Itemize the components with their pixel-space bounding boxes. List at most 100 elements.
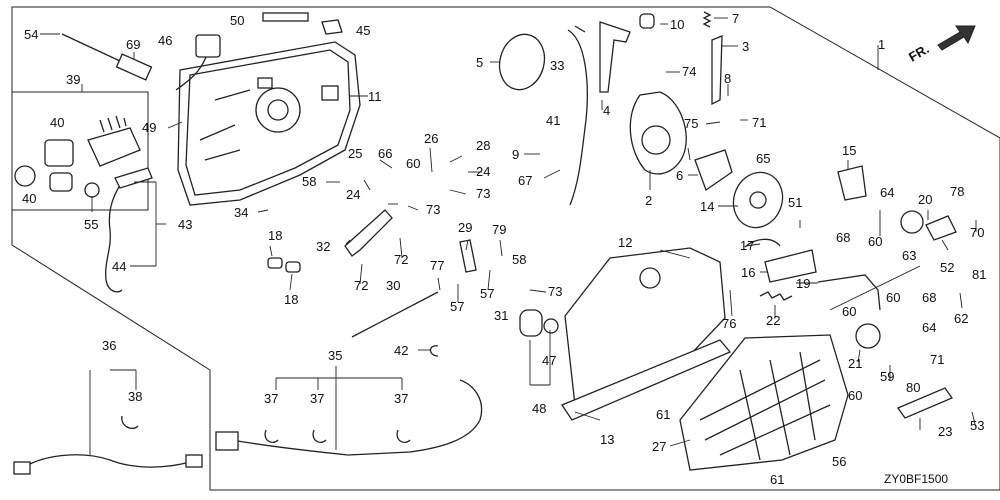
callout-55: 55 bbox=[84, 217, 98, 232]
part-69-tube bbox=[115, 53, 153, 81]
part-5-ring bbox=[498, 33, 546, 91]
callout-20: 20 bbox=[918, 192, 932, 207]
callout-72b: 72 bbox=[354, 278, 368, 293]
callout-57b: 57 bbox=[480, 286, 494, 301]
callout-40b: 40 bbox=[22, 191, 36, 206]
callout-7: 7 bbox=[732, 11, 739, 26]
part-13-bar bbox=[561, 339, 732, 421]
part-27-grill bbox=[679, 334, 849, 471]
callout-64b: 64 bbox=[922, 320, 936, 335]
callout-34: 34 bbox=[234, 205, 248, 220]
callout-66: 66 bbox=[378, 146, 392, 161]
part-46-switch bbox=[195, 34, 221, 58]
callout-71b: 71 bbox=[930, 352, 944, 367]
callout-15: 15 bbox=[842, 143, 856, 158]
callout-69: 69 bbox=[126, 37, 140, 52]
callout-18a: 18 bbox=[268, 228, 282, 243]
part-39-seal bbox=[14, 165, 36, 187]
callout-35: 35 bbox=[328, 348, 342, 363]
part-32-bracket bbox=[344, 209, 393, 257]
callout-60d: 60 bbox=[842, 304, 856, 319]
callout-8: 8 bbox=[724, 71, 731, 86]
part-38-clip bbox=[121, 415, 139, 430]
callout-5: 5 bbox=[476, 55, 483, 70]
part-47-seal bbox=[543, 318, 559, 334]
callout-37c: 37 bbox=[394, 391, 408, 406]
callout-73c: 73 bbox=[548, 284, 562, 299]
callout-49: 49 bbox=[142, 120, 156, 135]
callout-41: 41 bbox=[546, 113, 560, 128]
part-16-plate bbox=[764, 249, 817, 283]
callout-36: 36 bbox=[102, 338, 116, 353]
part-23-lever bbox=[897, 387, 953, 419]
callout-37a: 37 bbox=[264, 391, 278, 406]
callout-60e: 60 bbox=[848, 388, 862, 403]
part-4-lever bbox=[599, 21, 631, 93]
part-14-disc bbox=[732, 171, 784, 229]
callout-43: 43 bbox=[178, 217, 192, 232]
part-45-clip bbox=[321, 19, 343, 35]
callout-10: 10 bbox=[670, 17, 684, 32]
part-39-switch-body bbox=[87, 127, 141, 167]
part-35-harness bbox=[231, 379, 483, 456]
callout-67: 67 bbox=[518, 173, 532, 188]
front-direction-label: FR. bbox=[906, 41, 932, 64]
callout-48: 48 bbox=[532, 401, 546, 416]
callout-64a: 64 bbox=[880, 185, 894, 200]
callout-81: 81 bbox=[972, 267, 986, 282]
callout-75: 75 bbox=[684, 116, 698, 131]
part-20-block bbox=[925, 215, 957, 241]
callout-45: 45 bbox=[356, 23, 370, 38]
callout-29: 29 bbox=[458, 220, 472, 235]
callout-24a: 24 bbox=[346, 187, 360, 202]
part-55-grommet bbox=[84, 182, 100, 198]
callout-22: 22 bbox=[766, 313, 780, 328]
callout-30: 30 bbox=[386, 278, 400, 293]
part-19-lever bbox=[817, 274, 881, 311]
callout-37b: 37 bbox=[310, 391, 324, 406]
callout-17: 17 bbox=[740, 238, 754, 253]
callout-38: 38 bbox=[128, 389, 142, 404]
part-63-ring bbox=[900, 210, 924, 234]
callout-50: 50 bbox=[230, 13, 244, 28]
callout-39: 39 bbox=[66, 72, 80, 87]
callout-71a: 71 bbox=[752, 115, 766, 130]
callout-78: 78 bbox=[950, 184, 964, 199]
callout-59: 59 bbox=[880, 369, 894, 384]
callout-42: 42 bbox=[394, 343, 408, 358]
callout-11: 11 bbox=[368, 89, 382, 104]
callout-62: 62 bbox=[954, 311, 968, 326]
callout-4: 4 bbox=[603, 103, 610, 118]
part-17-clip bbox=[744, 238, 781, 248]
assembly-frame bbox=[11, 6, 1000, 491]
callout-33: 33 bbox=[550, 58, 564, 73]
part-41-cable bbox=[567, 29, 588, 206]
part-31-bushing bbox=[519, 309, 543, 337]
callout-57a: 57 bbox=[450, 299, 464, 314]
callout-61a: 61 bbox=[656, 407, 670, 422]
callout-74: 74 bbox=[682, 64, 696, 79]
callout-47: 47 bbox=[542, 353, 556, 368]
callout-76: 76 bbox=[722, 316, 736, 331]
callout-16: 16 bbox=[741, 265, 755, 280]
callout-53: 53 bbox=[970, 418, 984, 433]
part-6-bracket bbox=[694, 149, 733, 192]
callout-26: 26 bbox=[424, 131, 438, 146]
callout-46: 46 bbox=[158, 33, 172, 48]
callout-19: 19 bbox=[796, 276, 810, 291]
callout-73b: 73 bbox=[476, 186, 490, 201]
callout-13: 13 bbox=[600, 432, 614, 447]
callout-27: 27 bbox=[652, 439, 666, 454]
callout-52: 52 bbox=[940, 260, 954, 275]
callout-51: 51 bbox=[788, 195, 802, 210]
front-direction-arrow-icon bbox=[937, 25, 976, 51]
callout-68a: 68 bbox=[836, 230, 850, 245]
part-44-lanyard bbox=[105, 181, 123, 293]
callout-25: 25 bbox=[348, 146, 362, 161]
callout-70: 70 bbox=[970, 225, 984, 240]
part-42-clip bbox=[429, 345, 439, 357]
part-3-lever bbox=[711, 35, 723, 106]
callout-44: 44 bbox=[112, 259, 126, 274]
callout-73a: 73 bbox=[426, 202, 440, 217]
